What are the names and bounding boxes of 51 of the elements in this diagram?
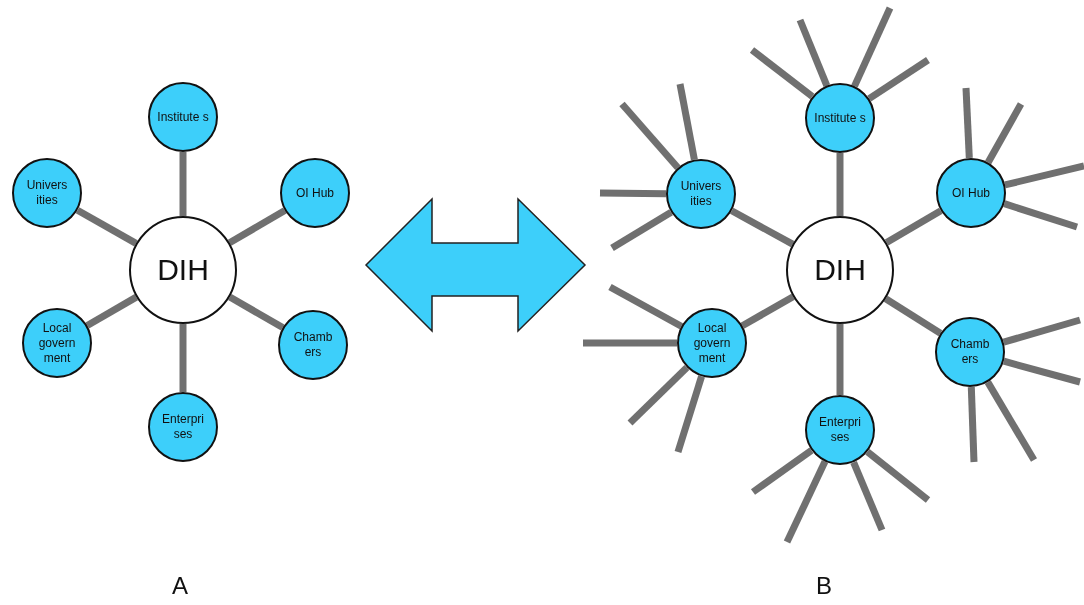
branch-line: [610, 209, 673, 251]
branch-line: [749, 47, 815, 100]
connector-line: [227, 207, 287, 246]
circle-node: Univers ities: [666, 159, 736, 229]
circle-node: Local govern ment: [677, 308, 747, 378]
connector-line: [836, 324, 844, 395]
branch-line: [962, 87, 973, 159]
connector-line: [740, 293, 795, 329]
panel-label: B: [816, 572, 832, 600]
branch-line: [619, 101, 681, 170]
branch-line: [985, 102, 1025, 165]
connector-line: [85, 294, 139, 329]
panel-label: A: [172, 572, 188, 600]
circle-node: Enterpri ses: [805, 395, 875, 465]
branch-line: [599, 189, 667, 198]
branch-line: [750, 447, 814, 495]
connector-line: [884, 207, 943, 246]
circle-node: DIH: [129, 216, 237, 324]
branch-line: [1003, 200, 1079, 231]
branch-line: [967, 386, 978, 463]
circle-node: DIH: [786, 216, 894, 324]
connector-line: [883, 295, 943, 337]
circle-node: Chamb ers: [935, 317, 1005, 387]
connector-line: [179, 324, 187, 392]
circle-node: Local govern ment: [22, 308, 92, 378]
branch-line: [865, 449, 931, 503]
connector-line: [228, 293, 285, 331]
connector-line: [75, 207, 138, 247]
circle-node: Enterpri ses: [148, 392, 218, 462]
branch-line: [1004, 162, 1084, 189]
branch-line: [867, 57, 930, 102]
circle-node: OI Hub: [280, 158, 350, 228]
branch-line: [1002, 316, 1081, 346]
branch-line: [676, 83, 698, 161]
branch-line: [1002, 357, 1081, 386]
branch-line: [783, 460, 829, 544]
connector-line: [836, 153, 844, 216]
circle-node: Institute s: [805, 83, 875, 153]
circle-node: Chamb ers: [278, 310, 348, 380]
branch-line: [608, 283, 683, 330]
branch-line: [674, 375, 705, 454]
branch-line: [850, 460, 886, 532]
branch-line: [851, 6, 894, 88]
connector-line: [730, 207, 795, 248]
branch-line: [984, 380, 1037, 462]
branch-line: [627, 364, 690, 426]
circle-node: OI Hub: [936, 158, 1006, 228]
circle-node: Univers ities: [12, 158, 82, 228]
circle-node: Institute s: [148, 82, 218, 152]
connector-line: [179, 152, 187, 216]
branch-line: [796, 18, 831, 87]
